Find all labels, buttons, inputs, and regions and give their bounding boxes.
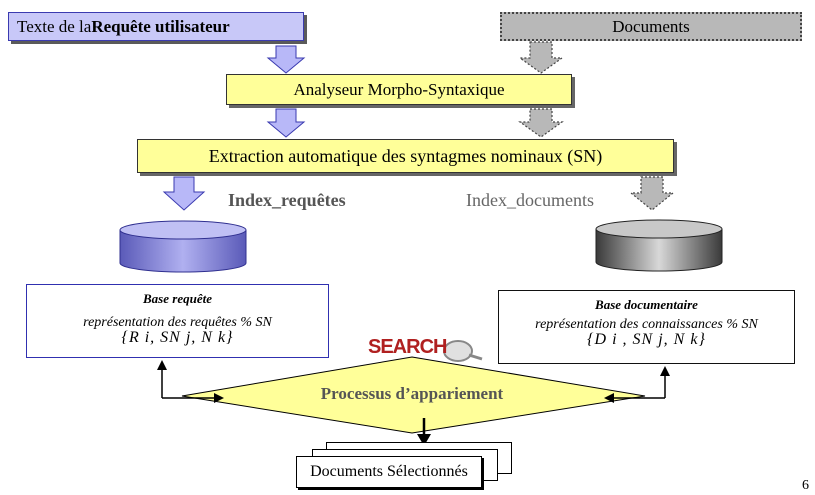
gray-arrow-2 — [518, 108, 564, 138]
search-logo: SEARCH — [368, 336, 447, 358]
user-query-bold: Requête utilisateur — [91, 16, 230, 36]
selected-documents-label: Documents Sélectionnés — [310, 463, 468, 480]
documents-label: Documents — [612, 16, 690, 36]
selected-documents-box: Documents Sélectionnés — [296, 456, 482, 488]
base-requete-box: Base requête représentation des requêtes… — [26, 284, 329, 358]
connector-left — [157, 360, 224, 403]
base-documentaire-box: Base documentaire représentation des con… — [498, 290, 795, 364]
extraction-label: Extraction automatique des syntagmes nom… — [208, 145, 603, 166]
index-requetes-database-icon — [119, 220, 247, 273]
connector-down — [417, 418, 431, 446]
user-query-prefix: Texte de la — [17, 16, 92, 36]
base-requete-title: Base requête — [143, 291, 212, 306]
base-documentaire-line: représentation des connaissances % SN — [535, 317, 758, 332]
blue-arrow-1 — [266, 45, 306, 74]
processus-label: Processus d’appariement — [320, 384, 504, 403]
blue-arrow-2 — [266, 108, 306, 138]
base-documentaire-title: Base documentaire — [595, 297, 698, 312]
base-requete-line: représentation des requêtes % SN — [83, 315, 272, 330]
blue-arrow-3 — [162, 176, 206, 211]
documents-box: Documents — [500, 12, 802, 41]
base-requete-formula: {R i, SN j, N k} — [121, 329, 234, 346]
page-number: 6 — [802, 478, 809, 493]
search-magnifier-icon — [443, 340, 483, 362]
gray-arrow-1 — [518, 41, 564, 74]
index-documents-label: Index_documents — [466, 190, 594, 210]
index-requetes-label: Index_requêtes — [228, 190, 346, 210]
analyseur-box: Analyseur Morpho-Syntaxique — [226, 74, 572, 105]
analyseur-label: Analyseur Morpho-Syntaxique — [293, 79, 505, 99]
user-query-box: Texte de la Requête utilisateur — [8, 12, 304, 41]
connector-right — [604, 366, 670, 403]
gray-arrow-3 — [629, 176, 675, 211]
extraction-box: Extraction automatique des syntagmes nom… — [137, 139, 674, 173]
index-documents-database-icon — [595, 219, 723, 272]
base-documentaire-formula: {D i , SN j, N k} — [587, 331, 706, 348]
processus-diamond — [181, 356, 646, 434]
